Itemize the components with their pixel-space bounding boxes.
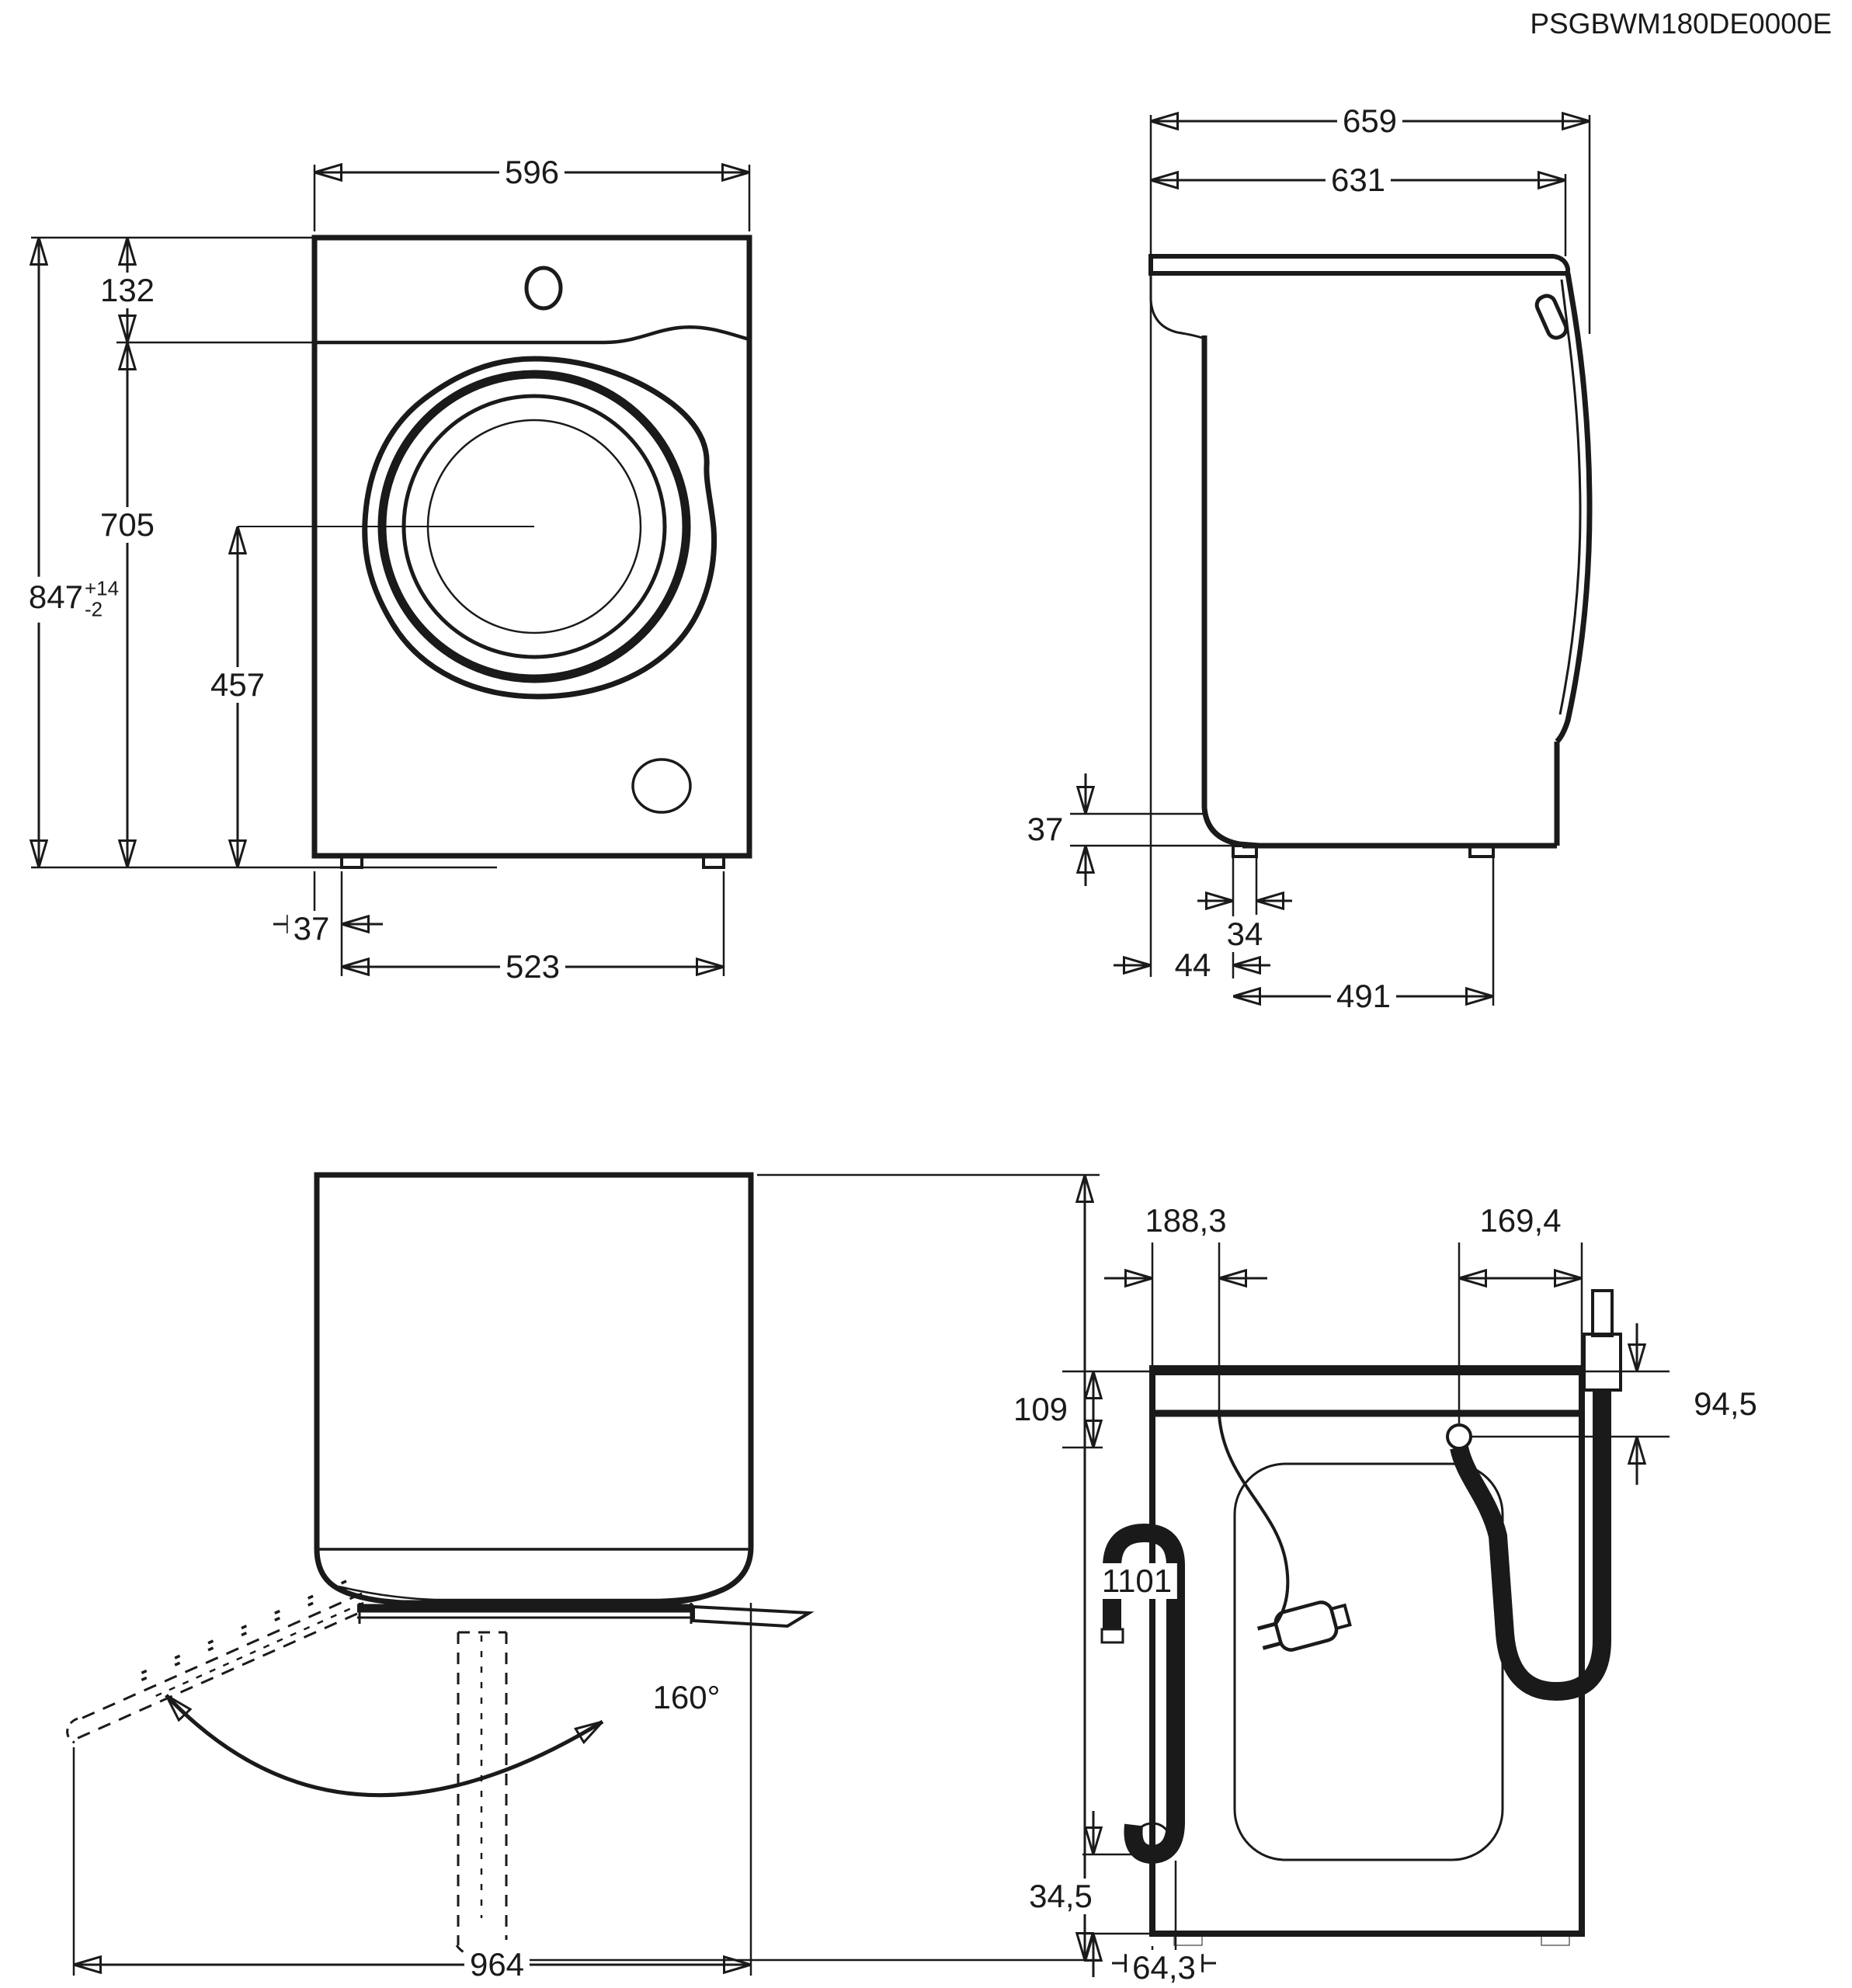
drain-filter-cover	[631, 758, 692, 814]
front-height-tolerance: +14-2	[84, 576, 120, 621]
front-view	[31, 165, 752, 976]
label-left-top-offset: 109	[1007, 1392, 1074, 1427]
door-handle-profile	[1534, 294, 1569, 340]
label-foot-edge-offset: 37	[287, 911, 335, 947]
door-swing-arc	[166, 1695, 603, 1798]
label-drain-bottom-offset: 34,5	[1023, 1879, 1098, 1914]
door-open-90-dashed	[457, 1631, 508, 1945]
label-front-width: 596	[499, 155, 565, 190]
label-panel-height: 132	[94, 273, 161, 308]
rear-cabinet	[1149, 1365, 1585, 1937]
rear-view	[1062, 1242, 1670, 1977]
door-trim	[362, 356, 718, 700]
worktop	[1148, 254, 1570, 276]
label-depth-total: 659	[1336, 103, 1403, 139]
top-view-door-open	[66, 1172, 1100, 1976]
drain-hose-clip	[1132, 1822, 1173, 1862]
label-door-center-height: 457	[204, 667, 271, 703]
label-drain-left-offset: 64,3	[1127, 1950, 1201, 1986]
front-right-foot	[702, 854, 725, 869]
label-front-height: 847+14-2	[23, 576, 125, 623]
label-depth-body: 631	[1325, 162, 1392, 198]
inlet-hose-coupling	[1583, 1333, 1622, 1392]
label-right-top-offset: 94,5	[1688, 1386, 1763, 1422]
side-view	[1070, 115, 1593, 1006]
cabinet-top-outline	[314, 1172, 754, 1606]
label-inlet-hose-offset: 169,4	[1474, 1203, 1567, 1239]
label-foot-width: 34	[1221, 916, 1269, 952]
front-height-value: 847	[28, 579, 83, 616]
label-rear-foot-offset: 44	[1169, 947, 1217, 983]
label-panel-to-floor: 705	[94, 507, 161, 543]
power-plug	[1257, 1600, 1352, 1652]
rear-recess-panel	[1233, 1462, 1504, 1861]
rear-right-foot	[1541, 1933, 1570, 1946]
door-profile-inner	[1558, 279, 1582, 715]
label-opening-angle: 160°	[647, 1680, 726, 1715]
control-panel-line	[314, 325, 750, 345]
door-hinge-bracket	[692, 1604, 815, 1628]
drain-hose-end	[1100, 1628, 1124, 1644]
side-rear-foot	[1232, 844, 1258, 858]
power-cord	[1218, 1414, 1290, 1628]
door-profile-outer	[1555, 273, 1593, 744]
label-rear-recess-height: 37	[1021, 812, 1069, 847]
side-front-foot	[1468, 844, 1495, 858]
label-depth-door-open: 1101	[1096, 1563, 1178, 1599]
label-feet-spacing-side: 491	[1330, 978, 1397, 1014]
tolerance-plus: +14	[84, 576, 120, 600]
rear-wall-profile	[1201, 335, 1260, 849]
drawing-code: PSGBWM180DE0000E	[1530, 8, 1832, 40]
tolerance-minus: -2	[84, 598, 103, 621]
inlet-hose-attachment	[1446, 1423, 1472, 1450]
program-knob	[524, 266, 563, 311]
label-cord-offset: 188,3	[1139, 1203, 1232, 1239]
rear-left-foot	[1173, 1933, 1203, 1946]
label-width-door-open: 964	[464, 1947, 530, 1983]
front-cabinet	[311, 235, 752, 859]
door-open-160-dashed	[66, 1580, 364, 1744]
label-feet-spacing-front: 523	[499, 949, 566, 985]
